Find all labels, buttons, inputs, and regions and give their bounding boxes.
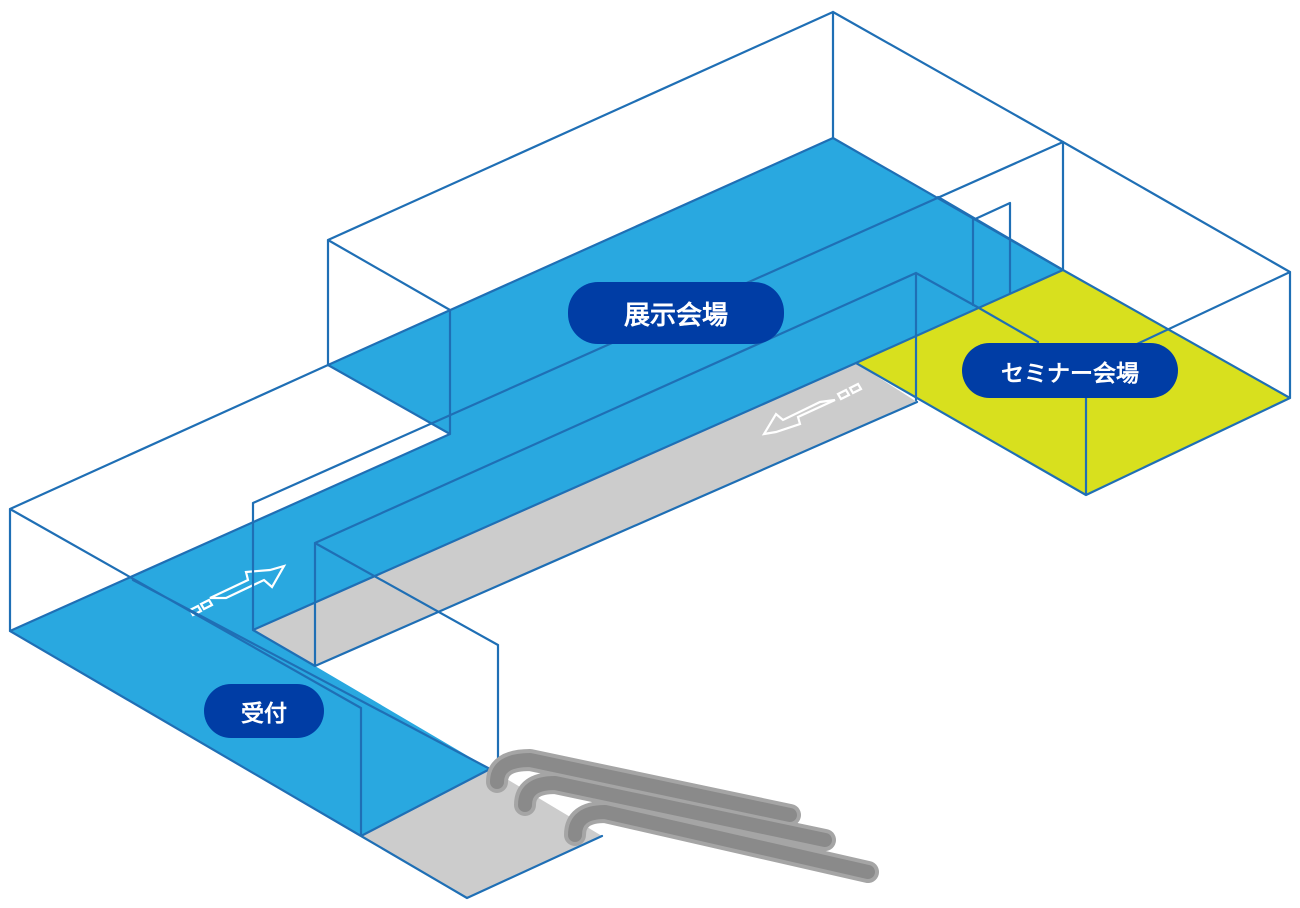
arrow-icon [761, 382, 863, 436]
seminar-hall-label[interactable]: セミナー会場 [962, 343, 1178, 398]
corridor-floor [253, 363, 917, 666]
reception-label[interactable]: 受付 [204, 684, 324, 738]
exhibition-hall-label[interactable]: 展示会場 [568, 282, 784, 344]
exhibition-hall-floor[interactable] [10, 138, 1063, 836]
building-outline [8, 10, 1065, 900]
escalator-icon [486, 749, 879, 883]
entrance-floor [361, 769, 602, 898]
